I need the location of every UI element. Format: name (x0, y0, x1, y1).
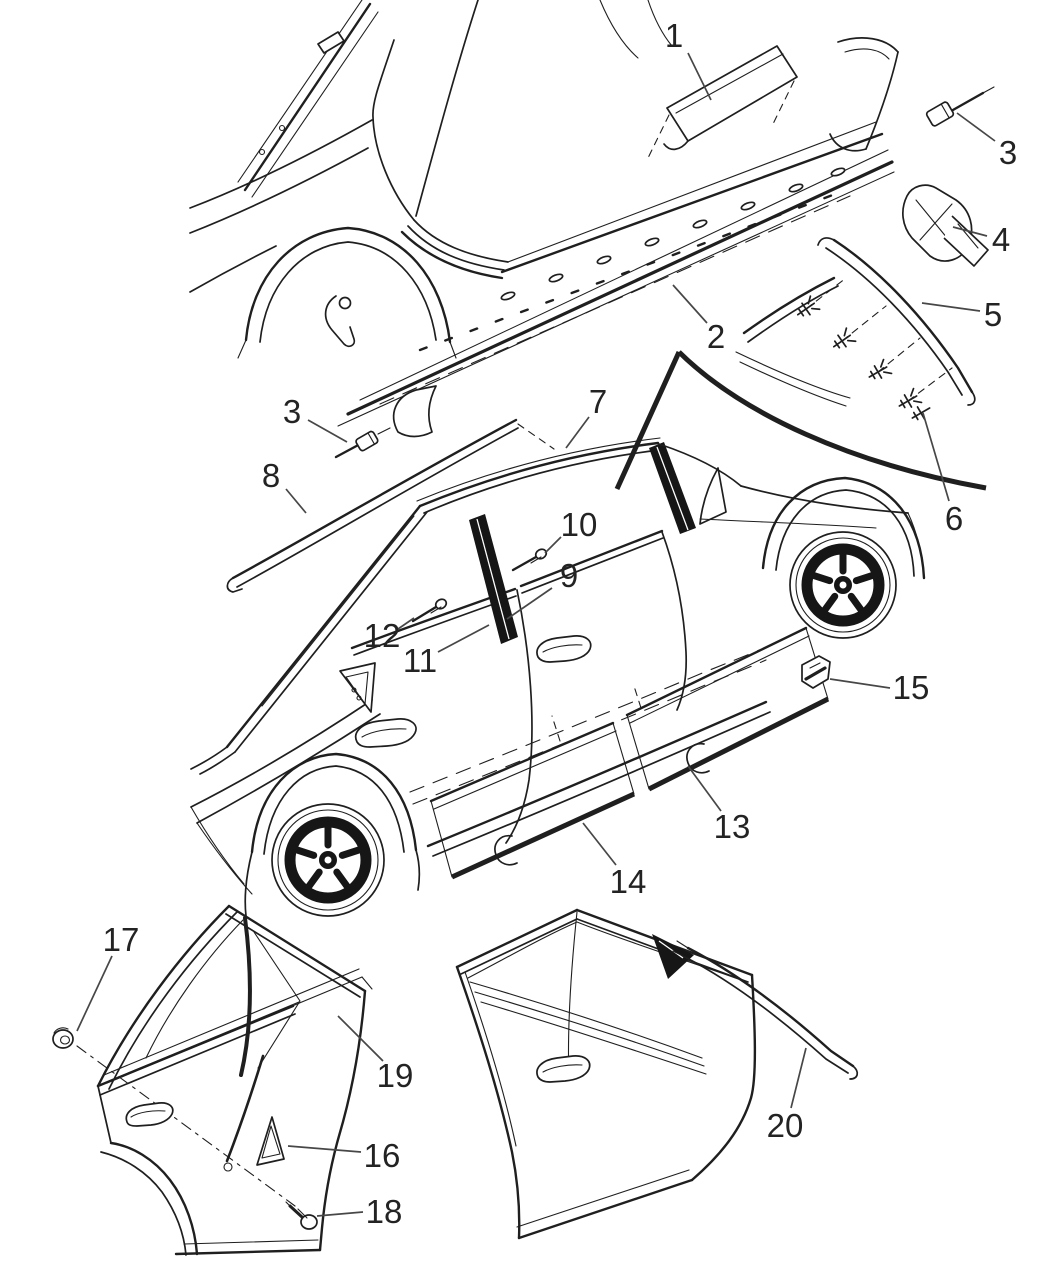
callout-number: 3 (283, 393, 301, 430)
body-side-section-illustration (189, 0, 899, 438)
part-16-triangle-applique (256, 1116, 285, 1166)
part-17-grommet (52, 1027, 74, 1049)
callout-number: 10 (561, 506, 598, 543)
leader-line (307, 419, 348, 443)
leader-line (829, 678, 891, 689)
leader-line (337, 1015, 384, 1062)
callout-number: 3 (999, 134, 1017, 171)
leader-line (437, 624, 490, 653)
callout-14-15: 14 (582, 822, 647, 900)
callout-number: 18 (366, 1193, 403, 1230)
callout-12-11: 12 (364, 617, 415, 654)
leader-line (76, 955, 113, 1032)
leader-line (687, 765, 722, 812)
callout-number: 9 (560, 557, 578, 594)
callout-8-7: 8 (262, 457, 307, 514)
leader-line (952, 226, 988, 237)
callout-1-0: 1 (665, 17, 712, 101)
callout-number: 8 (262, 457, 280, 494)
leader-line (287, 1145, 362, 1153)
leader-line (582, 822, 617, 866)
callout-7-6: 7 (565, 383, 607, 449)
callout-20-20: 20 (767, 1047, 807, 1144)
callout-number: 1 (665, 17, 683, 54)
part-13-rear-door-molding (625, 626, 830, 792)
part-6-clips (796, 295, 931, 421)
callout-number: 13 (714, 808, 751, 845)
callout-19-17: 19 (337, 1015, 414, 1094)
part-4-clip (902, 184, 989, 267)
callout-10-9: 10 (544, 506, 598, 554)
rear-wheel (761, 476, 926, 639)
leader-line (544, 536, 562, 554)
callout-number: 15 (893, 669, 930, 706)
callout-number: 14 (610, 863, 647, 900)
leader-line (790, 1047, 807, 1109)
sill-slots (500, 167, 846, 301)
leader-line (956, 112, 996, 142)
callout-16-18: 16 (287, 1137, 401, 1174)
part-15-molding-end-cap (801, 655, 831, 689)
leader-line (922, 412, 950, 502)
callout-number: 11 (403, 642, 437, 679)
part-18-push-pin (285, 1201, 318, 1230)
callout-number: 19 (377, 1057, 414, 1094)
sill-end-hook (392, 385, 437, 438)
callout-number: 20 (767, 1107, 804, 1144)
callout-17-16: 17 (76, 921, 140, 1032)
callout-15-13: 15 (829, 669, 930, 706)
callout-number: 16 (364, 1137, 401, 1174)
leader-line (316, 1211, 364, 1217)
callout-11-12: 11 (403, 624, 490, 679)
callout-2-4: 2 (672, 284, 725, 355)
callout-number: 4 (992, 221, 1010, 258)
front-wheel (190, 752, 421, 917)
callout-6-8: 6 (922, 412, 963, 537)
leader-line (506, 587, 553, 620)
callout-13-14: 13 (687, 765, 751, 845)
front-door-illustration (455, 908, 859, 1240)
part-10-screw (511, 548, 548, 572)
callout-5-3: 5 (921, 296, 1002, 333)
callout-4-2: 4 (952, 221, 1010, 258)
leader-line (672, 284, 708, 324)
part-1-sill-molding (647, 45, 798, 159)
leader-line (285, 488, 307, 514)
rear-door-handle-2 (125, 1102, 174, 1127)
leader-line (397, 617, 415, 630)
part-8-roof-molding (226, 418, 555, 593)
callout-number: 17 (103, 921, 140, 958)
leader-line (687, 52, 712, 101)
pillar-notch (317, 31, 345, 54)
rear-door-illustration (52, 904, 373, 1256)
front-door-handle (354, 718, 417, 748)
part-3-screw-upper (925, 86, 995, 127)
rear-door-handle (536, 635, 592, 663)
callout-number: 2 (707, 318, 725, 355)
front-door-handle-2 (536, 1055, 591, 1083)
splash-bracket (324, 295, 356, 348)
part-5-pillar-molding (614, 237, 987, 491)
callout-3-5: 3 (283, 393, 348, 443)
vehicle-side-illustration (190, 418, 926, 917)
callout-9-10: 9 (506, 557, 578, 620)
callout-3-1: 3 (956, 112, 1017, 171)
part-3-screw-lower (334, 427, 391, 459)
leader-line (921, 302, 981, 312)
mirror-flag-applique (652, 934, 694, 979)
callout-number: 7 (589, 383, 607, 420)
part-14-front-door-molding (429, 715, 636, 880)
callout-number: 6 (945, 500, 963, 537)
callout-number: 12 (364, 617, 401, 654)
part-12-screw (411, 598, 448, 623)
callout-18-19: 18 (316, 1193, 403, 1230)
leader-line (565, 416, 590, 449)
part-20-belt-molding (672, 940, 859, 1080)
callout-number: 5 (984, 296, 1002, 333)
